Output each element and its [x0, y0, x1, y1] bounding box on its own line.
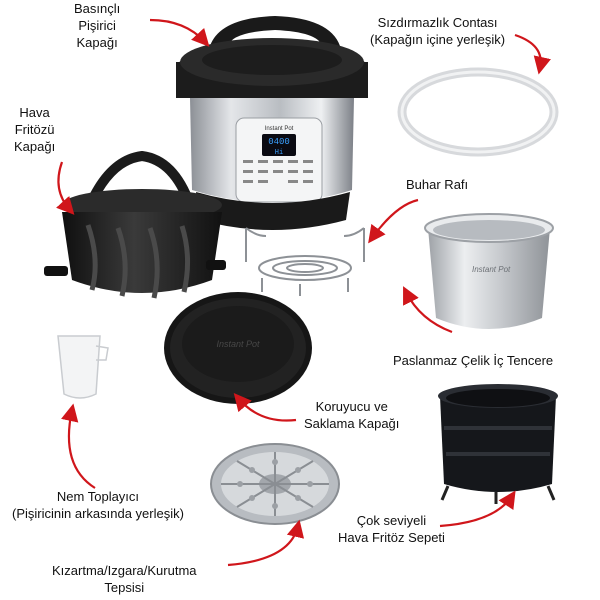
- label-air-fryer-lid: Hava Fritözü Kapağı: [14, 105, 56, 154]
- arrow-basket: [439, 490, 516, 528]
- label-condensation: Nem Toplayıcı (Pişiricinin arkasında yer…: [12, 489, 184, 521]
- pot-brand-mark: Instant Pot: [472, 265, 511, 274]
- dehydrating-tray: [210, 443, 340, 525]
- arrow-protective-lid: [233, 392, 297, 422]
- brand-mark: Instant Pot: [265, 126, 294, 132]
- callout-arrows: [56, 18, 551, 567]
- arrow-tray: [227, 519, 305, 567]
- protective-lid: Instant Pot: [164, 292, 312, 404]
- air-fryer-basket: [438, 384, 558, 504]
- steam-rack: [245, 227, 365, 296]
- arrow-seal: [514, 33, 551, 75]
- display-mode: Hi: [275, 149, 283, 157]
- lid-brand-mark: Instant Pot: [216, 339, 260, 349]
- label-basket: Çok seviyeli Hava Fritöz Sepeti: [338, 513, 445, 545]
- arrow-condensation: [61, 403, 96, 489]
- air-fryer-lid: [44, 150, 226, 299]
- arrow-steam-rack: [368, 198, 419, 244]
- label-inner-pot: Paslanmaz Çelik İç Tencere: [393, 353, 554, 368]
- sealing-ring: [397, 67, 559, 157]
- arrow-inner-pot: [403, 286, 453, 334]
- label-protective-lid: Koruyucu ve Saklama Kapağı: [304, 399, 400, 431]
- arrow-air-fryer-lid: [56, 161, 75, 215]
- label-tray: Kızartma/Izgara/Kurutma Tepsisi: [52, 563, 197, 595]
- label-seal: Sızdırmazlık Contası (Kapağın içine yerl…: [370, 15, 506, 47]
- condensation-collector: [57, 335, 109, 399]
- label-steam-rack: Buhar Rafı: [406, 177, 469, 192]
- label-pressure-lid: Basınçlı Pişirici Kapağı: [74, 1, 121, 50]
- pressure-cooker: Instant Pot 0400 Hi: [176, 16, 368, 230]
- inner-pot: Instant Pot: [424, 213, 554, 329]
- arrow-pressure-lid: [149, 18, 210, 47]
- display-time: 0400: [268, 137, 290, 147]
